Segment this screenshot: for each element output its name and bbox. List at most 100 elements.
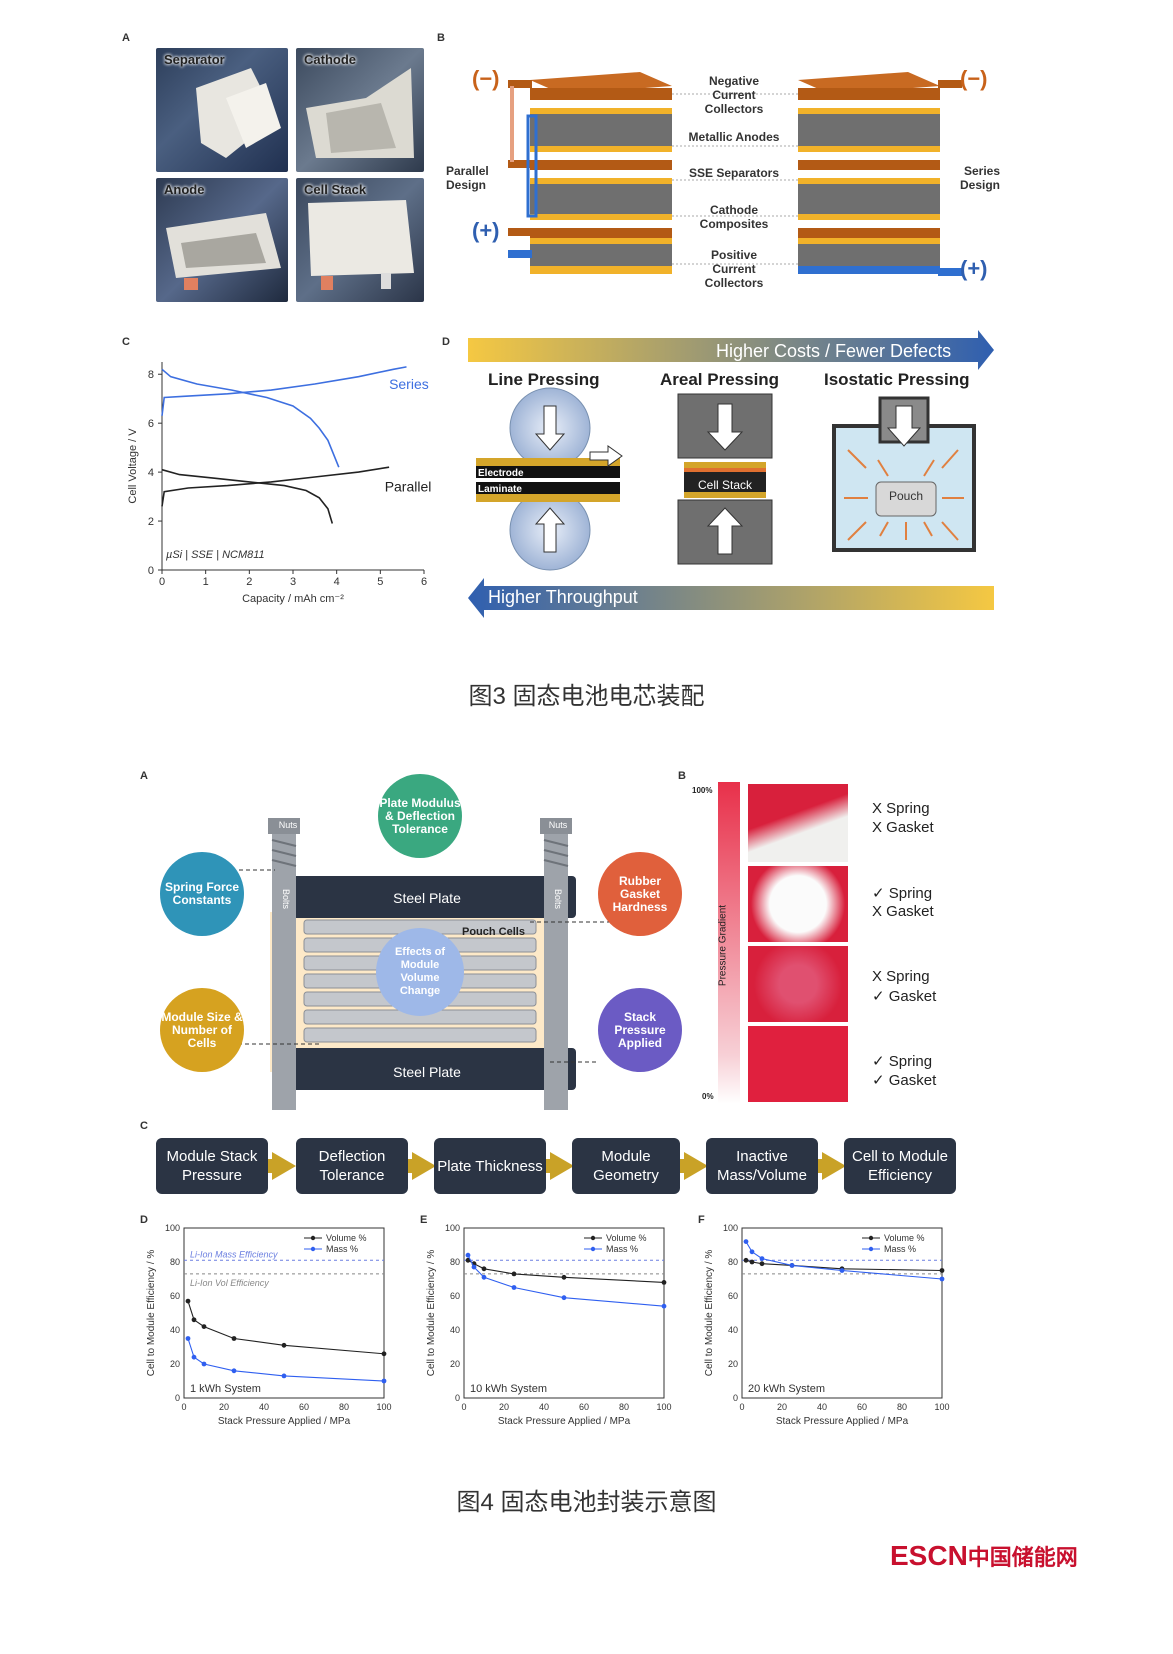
x-tick-label: 0 <box>181 1402 186 1412</box>
data-point <box>661 1280 667 1285</box>
method-isostatic-pressing: Isostatic Pressing <box>824 370 970 389</box>
legend-marker <box>590 1246 596 1252</box>
flow-step-4: Module Geometry <box>572 1138 680 1194</box>
legend-marker <box>310 1246 316 1252</box>
bubble-stack-pressure: Stack Pressure Applied <box>598 988 682 1072</box>
flow-step-3: Plate Thickness <box>434 1138 546 1194</box>
row1-spring: X Spring <box>872 800 930 817</box>
data-point <box>759 1256 765 1261</box>
photo-cell-stack-title: Cell Stack <box>304 182 367 197</box>
fig3-panel-d-label: D <box>442 336 450 348</box>
data-point <box>661 1303 667 1309</box>
data-point <box>939 1276 945 1282</box>
flow-arrow-2 <box>412 1152 436 1180</box>
y-tick-label: 6 <box>148 418 154 430</box>
gradient-bottom-pct: 0% <box>702 1092 714 1101</box>
legend-marker <box>310 1235 316 1241</box>
data-point <box>465 1252 471 1258</box>
y-tick-label: 0 <box>733 1393 738 1403</box>
pouch-label: Pouch <box>888 489 924 503</box>
pouch-cells-label: Pouch Cells <box>462 926 525 938</box>
data-point <box>749 1259 755 1265</box>
bolts-right: Bolts <box>553 888 564 910</box>
data-point <box>481 1274 487 1280</box>
y-tick-label: 100 <box>445 1223 460 1233</box>
x-tick-label: 20 <box>219 1402 229 1412</box>
x-tick-label: 60 <box>579 1402 589 1412</box>
layer-label-negative-cc: Negative Current Collectors <box>704 74 764 116</box>
laminate-label: Laminate <box>478 484 522 495</box>
flow-arrow-1 <box>272 1152 296 1180</box>
legend-label: Mass % <box>606 1244 638 1254</box>
module-assembly-diagram <box>232 818 612 1110</box>
data-point <box>231 1368 237 1374</box>
cell-stack-diagram <box>508 72 962 276</box>
electrode-label: Electrode <box>478 468 524 479</box>
row2-gasket: X Gasket <box>872 903 934 920</box>
parallel-design-label: Parallel Design <box>446 164 489 192</box>
x-tick-label: 80 <box>897 1402 907 1412</box>
steel-plate-bottom: Steel Plate <box>393 1064 461 1080</box>
data-point <box>191 1317 197 1323</box>
reference-line-label: Li-Ion Vol Efficiency <box>190 1278 269 1288</box>
data-point <box>465 1257 471 1263</box>
flow-step-1: Module Stack Pressure <box>156 1138 268 1194</box>
x-tick-label: 100 <box>376 1402 391 1412</box>
row3-gasket: ✓ Gasket <box>872 988 937 1005</box>
pressure-gradient-bar <box>718 782 740 1104</box>
layer-label-cathode-composites: Cathode Composites <box>699 203 769 231</box>
y-tick-label: 8 <box>148 369 154 381</box>
neg-terminal-left: (−) <box>472 66 500 91</box>
x-axis-label: Stack Pressure Applied / MPa <box>776 1416 909 1427</box>
fig3-panel-a-label: A <box>122 32 130 44</box>
x-tick-label: 60 <box>857 1402 867 1412</box>
y-tick-label: 60 <box>450 1291 460 1301</box>
photo-cathode: Cathode <box>296 48 424 172</box>
y-tick-label: 80 <box>450 1257 460 1267</box>
parallel-stack <box>508 72 672 274</box>
fig4-panel-e-label: E <box>420 1214 428 1226</box>
x-tick-label: 100 <box>934 1402 949 1412</box>
layer-label-metallic-anodes: Metallic Anodes <box>688 130 780 144</box>
flow-arrow-3-bar <box>546 1159 552 1173</box>
pressure-film-2 <box>748 866 848 942</box>
method-areal-pressing: Areal Pressing <box>660 370 780 389</box>
x-tick-label: 40 <box>259 1402 269 1412</box>
data-point <box>231 1336 237 1341</box>
escn-logo: ESCN中国储能网 <box>890 1540 1078 1572</box>
x-tick-label: 80 <box>339 1402 349 1412</box>
steel-plate-top: Steel Plate <box>393 890 461 906</box>
flow-arrow-2-bar <box>408 1159 414 1173</box>
system-label: 1 kWh System <box>190 1383 261 1395</box>
y-tick-label: 100 <box>165 1223 180 1233</box>
data-point <box>201 1324 207 1329</box>
series-line <box>187 1338 385 1382</box>
data-point <box>743 1257 749 1263</box>
data-point <box>939 1268 945 1273</box>
x-tick-label: 4 <box>334 576 340 588</box>
photo-cathode-title: Cathode <box>304 52 356 67</box>
x-tick-label: 1 <box>203 576 209 588</box>
row4-spring: ✓ Spring <box>872 1053 933 1070</box>
y-axis-label: Cell to Module Efficiency / % <box>426 1250 437 1377</box>
y-tick-label: 20 <box>450 1359 460 1369</box>
legend-series: Series <box>389 376 429 392</box>
data-point <box>191 1354 197 1360</box>
row2-spring: ✓ Spring <box>872 885 933 902</box>
y-tick-label: 0 <box>148 565 154 577</box>
data-point <box>839 1268 845 1273</box>
data-point <box>511 1271 517 1277</box>
figure-3-caption: 图3 固态电池电芯装配 <box>468 683 705 710</box>
y-tick-label: 60 <box>170 1291 180 1301</box>
x-tick-label: 40 <box>539 1402 549 1412</box>
higher-costs-arrow-label: Higher Costs / Fewer Defects <box>716 341 952 361</box>
y-tick-label: 4 <box>148 467 154 479</box>
series-line-series <box>161 366 407 416</box>
higher-throughput-arrow-label: Higher Throughput <box>488 587 638 607</box>
plot-frame <box>183 1227 385 1399</box>
x-tick-label: 0 <box>739 1402 744 1412</box>
x-tick-label: 0 <box>461 1402 466 1412</box>
flow-arrow-4-bar <box>680 1159 686 1173</box>
